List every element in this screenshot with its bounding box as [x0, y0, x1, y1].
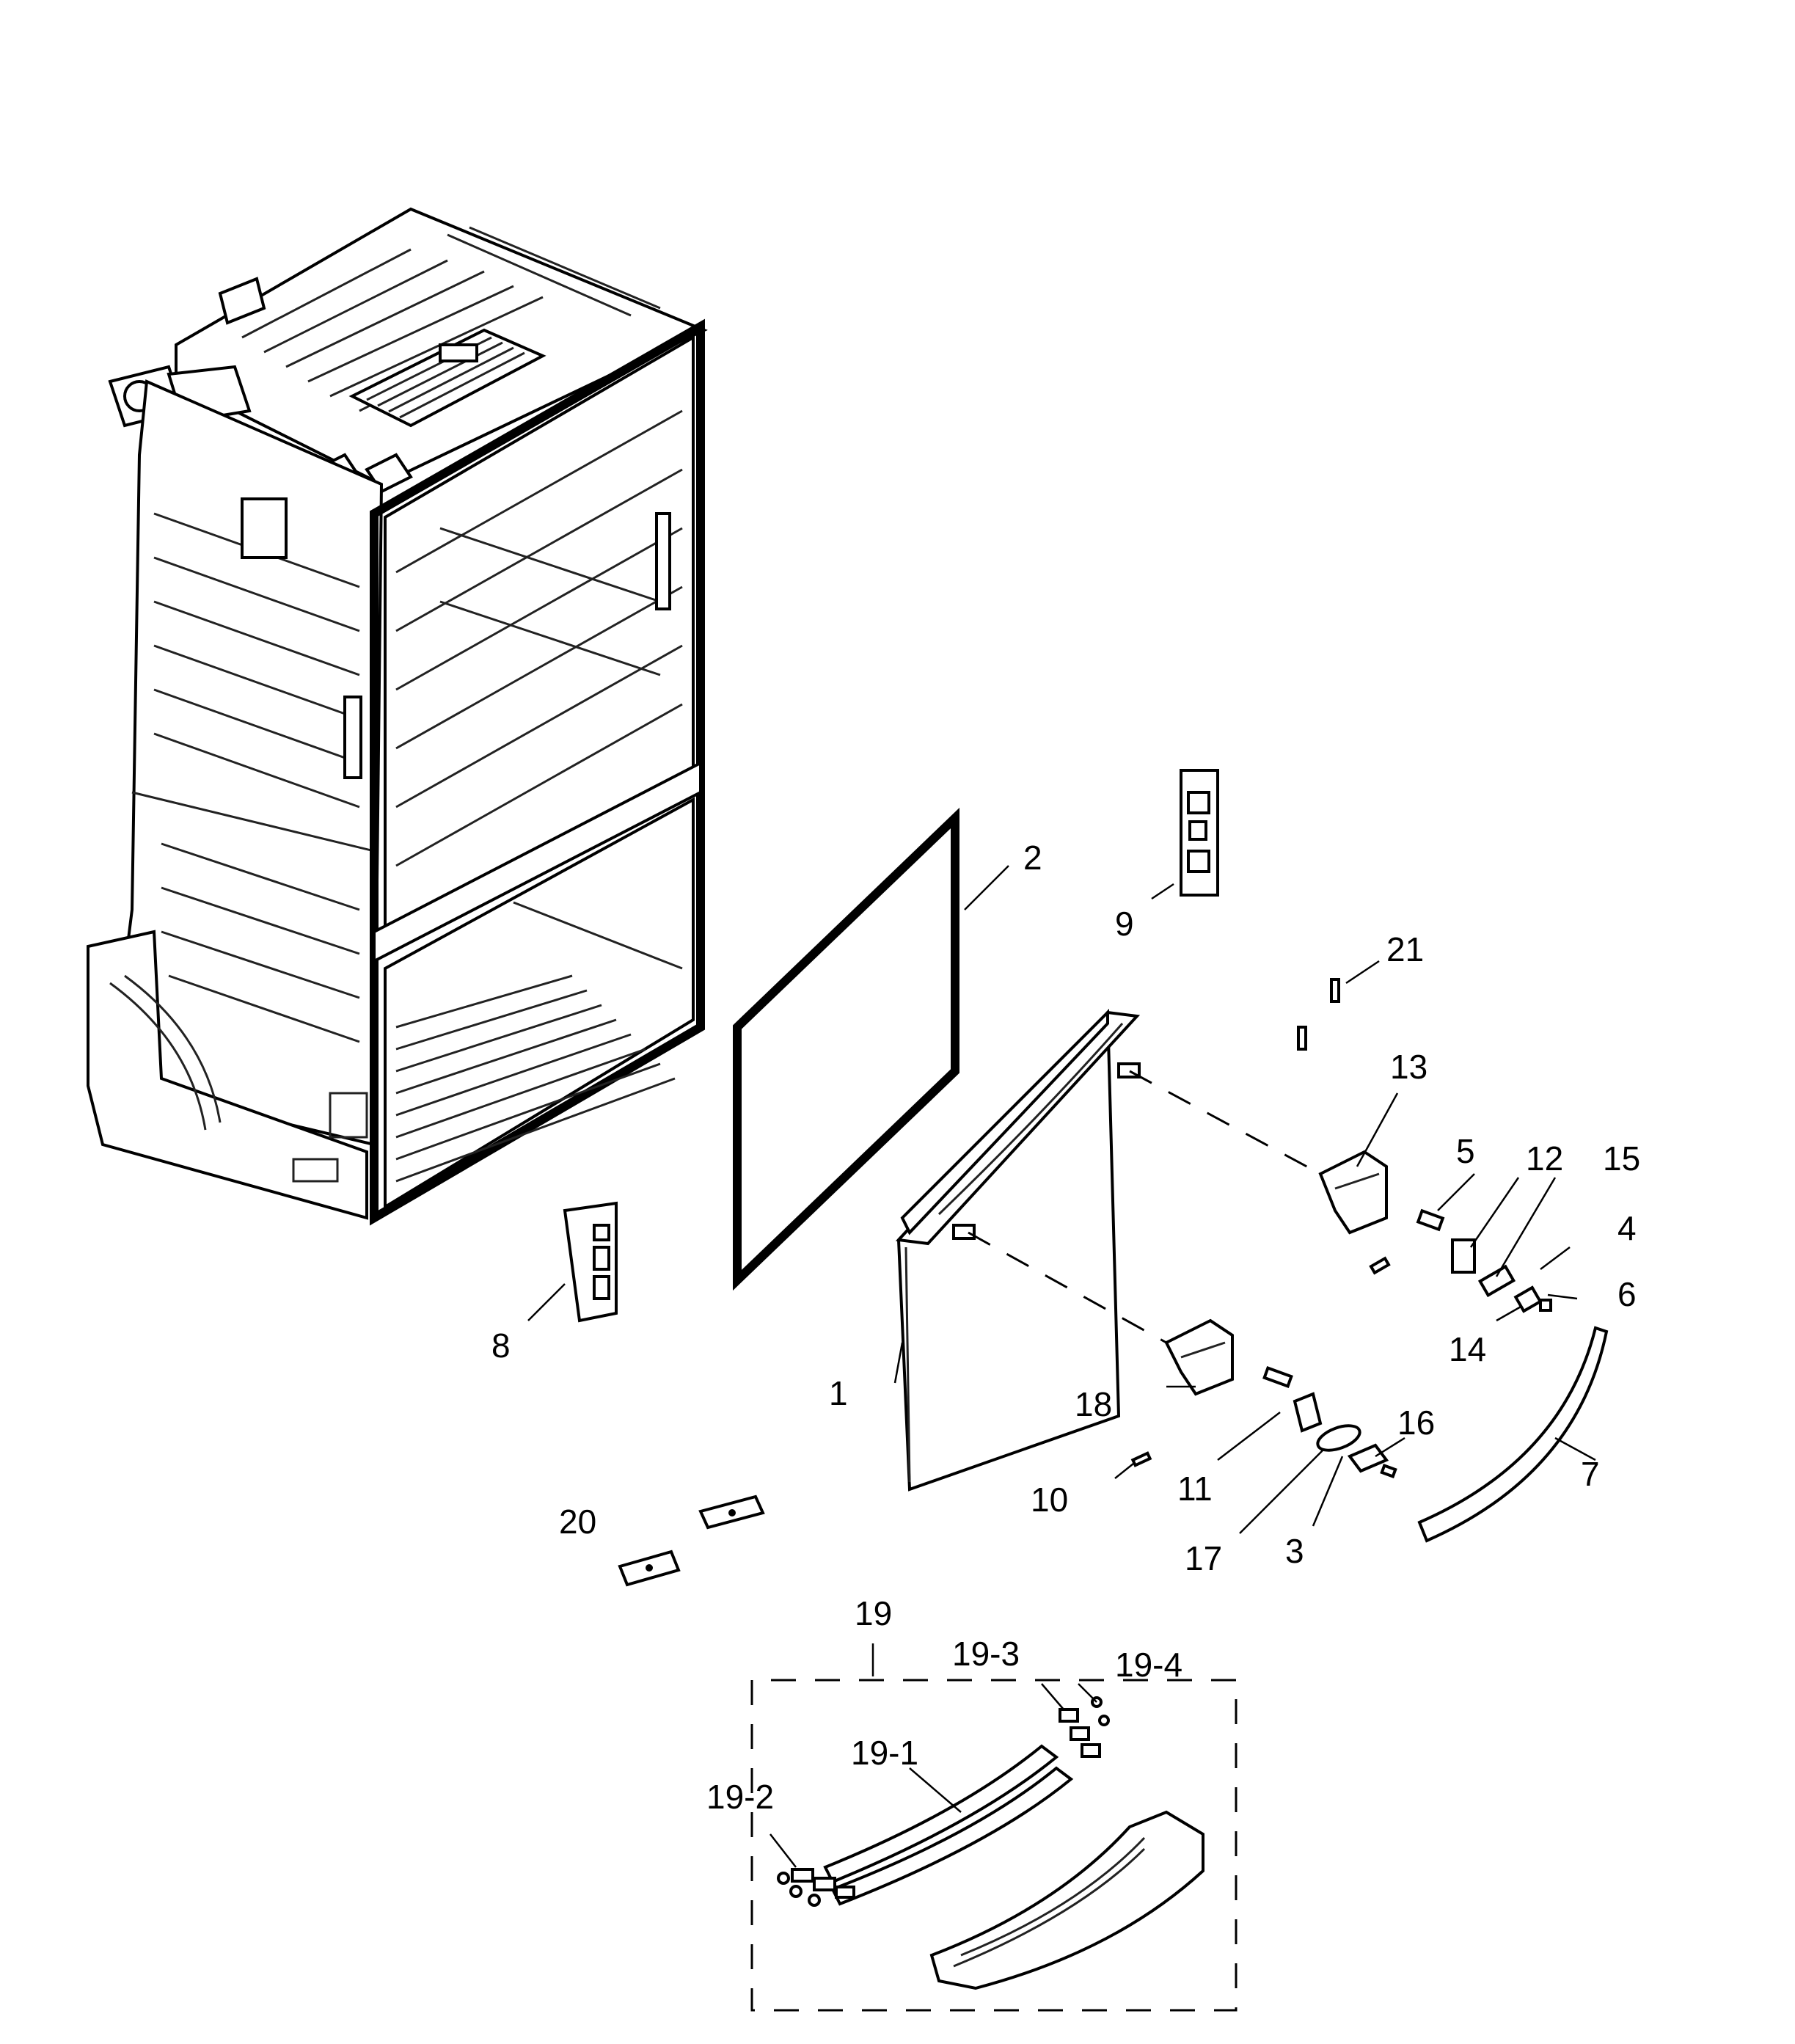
callout-21: 21	[1386, 930, 1424, 968]
callout-labels: 1 2 3 4 5 6 7 8 9 10 11 12 13 14 15 16 1…	[491, 839, 1640, 1816]
callout-2: 2	[1023, 839, 1042, 877]
callout-13: 13	[1390, 1048, 1427, 1086]
callout-8: 8	[491, 1326, 511, 1365]
callout-18: 18	[1075, 1385, 1112, 1423]
callout-9: 9	[1115, 905, 1134, 943]
small-parts-cluster	[1130, 1208, 1552, 1478]
callout-15: 15	[1603, 1139, 1640, 1178]
callout-11: 11	[1177, 1470, 1213, 1508]
leader-lines	[527, 865, 1596, 1868]
callout-12: 12	[1526, 1139, 1563, 1178]
refrigerator-cabinet	[87, 207, 708, 1226]
brackets-20	[618, 1494, 765, 1587]
callout-16: 16	[1397, 1404, 1435, 1442]
callout-1: 1	[829, 1374, 848, 1412]
callout-20: 20	[559, 1503, 596, 1541]
hinge-13	[1318, 1150, 1388, 1235]
callout-19: 19	[855, 1594, 892, 1632]
callout-19-4: 19-4	[1115, 1646, 1182, 1684]
callout-4: 4	[1617, 1209, 1637, 1247]
callout-5: 5	[1456, 1132, 1475, 1170]
freezer-door	[895, 1009, 1141, 1492]
callout-3: 3	[1285, 1532, 1304, 1570]
callout-10: 10	[1031, 1481, 1068, 1519]
bracket-8	[563, 1201, 618, 1323]
callout-7: 7	[1581, 1455, 1600, 1493]
callout-19-1: 19-1	[851, 1734, 918, 1772]
assembly-dash-lines	[968, 1070, 1321, 1344]
callout-14: 14	[1449, 1330, 1486, 1368]
door-gasket	[733, 807, 959, 1291]
bracket-9	[1180, 769, 1219, 897]
hinge-18	[1164, 1318, 1234, 1396]
callout-6: 6	[1617, 1275, 1637, 1313]
door-handle-7	[1417, 1326, 1609, 1543]
kit-19-box	[750, 1679, 1238, 2012]
callout-17: 17	[1185, 1539, 1222, 1577]
callout-19-3: 19-3	[952, 1635, 1020, 1673]
part-21	[1297, 978, 1340, 1051]
callout-19-2: 19-2	[706, 1778, 774, 1816]
